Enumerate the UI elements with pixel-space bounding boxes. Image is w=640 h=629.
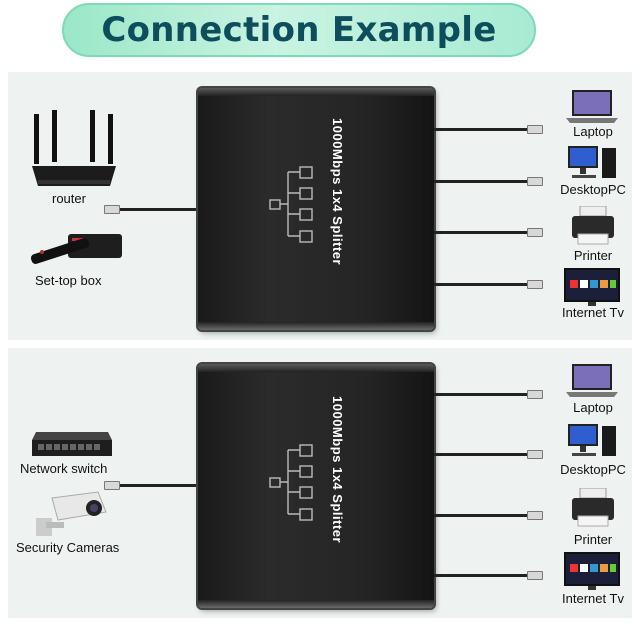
splitter-bevel-top — [198, 364, 434, 372]
input-cable — [118, 208, 198, 211]
source-label-security-cameras: Security Cameras — [16, 540, 120, 555]
splitter-box — [198, 88, 434, 330]
output-cable-plug — [527, 280, 543, 289]
laptop-icon — [566, 90, 618, 123]
output-label-internet-tv: Internet Tv — [562, 591, 624, 606]
input-cable — [118, 484, 198, 487]
output-cable — [434, 574, 528, 577]
output-label-desktoppc: DesktopPC — [560, 182, 626, 197]
input-cable-plug — [104, 481, 120, 490]
output-cable-plug — [527, 450, 543, 459]
output-cable — [434, 128, 528, 131]
splitter-bevel-bottom — [198, 322, 434, 330]
source-label-network-switch: Network switch — [20, 461, 108, 476]
output-cable-plug — [527, 125, 543, 134]
splitter-label: 1000Mbps 1x4 Splitter — [330, 396, 345, 544]
desktop-pc-icon — [568, 146, 616, 178]
splitter-bevel-top — [198, 88, 434, 96]
printer-icon — [572, 488, 614, 527]
output-label-desktoppc: DesktopPC — [560, 462, 626, 477]
output-cable — [434, 231, 528, 234]
splitter-label: 1000Mbps 1x4 Splitter — [330, 118, 345, 266]
output-label-laptop: Laptop — [573, 400, 613, 415]
output-cable-plug — [527, 390, 543, 399]
splitter-bevel-bottom — [198, 600, 434, 608]
output-cable — [434, 514, 528, 517]
output-cable — [434, 180, 528, 183]
output-label-internet-tv: Internet Tv — [562, 305, 624, 320]
internet-tv-icon — [564, 268, 620, 306]
laptop-icon — [566, 364, 618, 397]
title-banner: Connection Example — [62, 3, 536, 57]
source-label-set-top-box: Set-top box — [35, 273, 102, 288]
output-cable — [434, 453, 528, 456]
set-top-box-icon — [30, 234, 122, 264]
output-cable-plug — [527, 228, 543, 237]
output-label-laptop: Laptop — [573, 124, 613, 139]
internet-tv-icon — [564, 552, 620, 590]
router-icon — [32, 110, 116, 186]
output-label-printer: Printer — [573, 532, 613, 547]
output-cable-plug — [527, 571, 543, 580]
printer-icon — [572, 206, 614, 245]
desktop-pc-icon — [568, 424, 616, 456]
splitter-box — [198, 364, 434, 608]
output-cable-plug — [527, 511, 543, 520]
network-switch-icon — [32, 432, 112, 456]
topology-icon — [269, 166, 313, 243]
security-camera-icon — [36, 491, 107, 536]
output-cable — [434, 393, 528, 396]
output-label-printer: Printer — [573, 248, 613, 263]
output-cable — [434, 283, 528, 286]
output-cable-plug — [527, 177, 543, 186]
page-title: Connection Example — [101, 10, 497, 50]
topology-icon — [269, 444, 313, 521]
source-label-router: router — [52, 191, 86, 206]
input-cable-plug — [104, 205, 120, 214]
